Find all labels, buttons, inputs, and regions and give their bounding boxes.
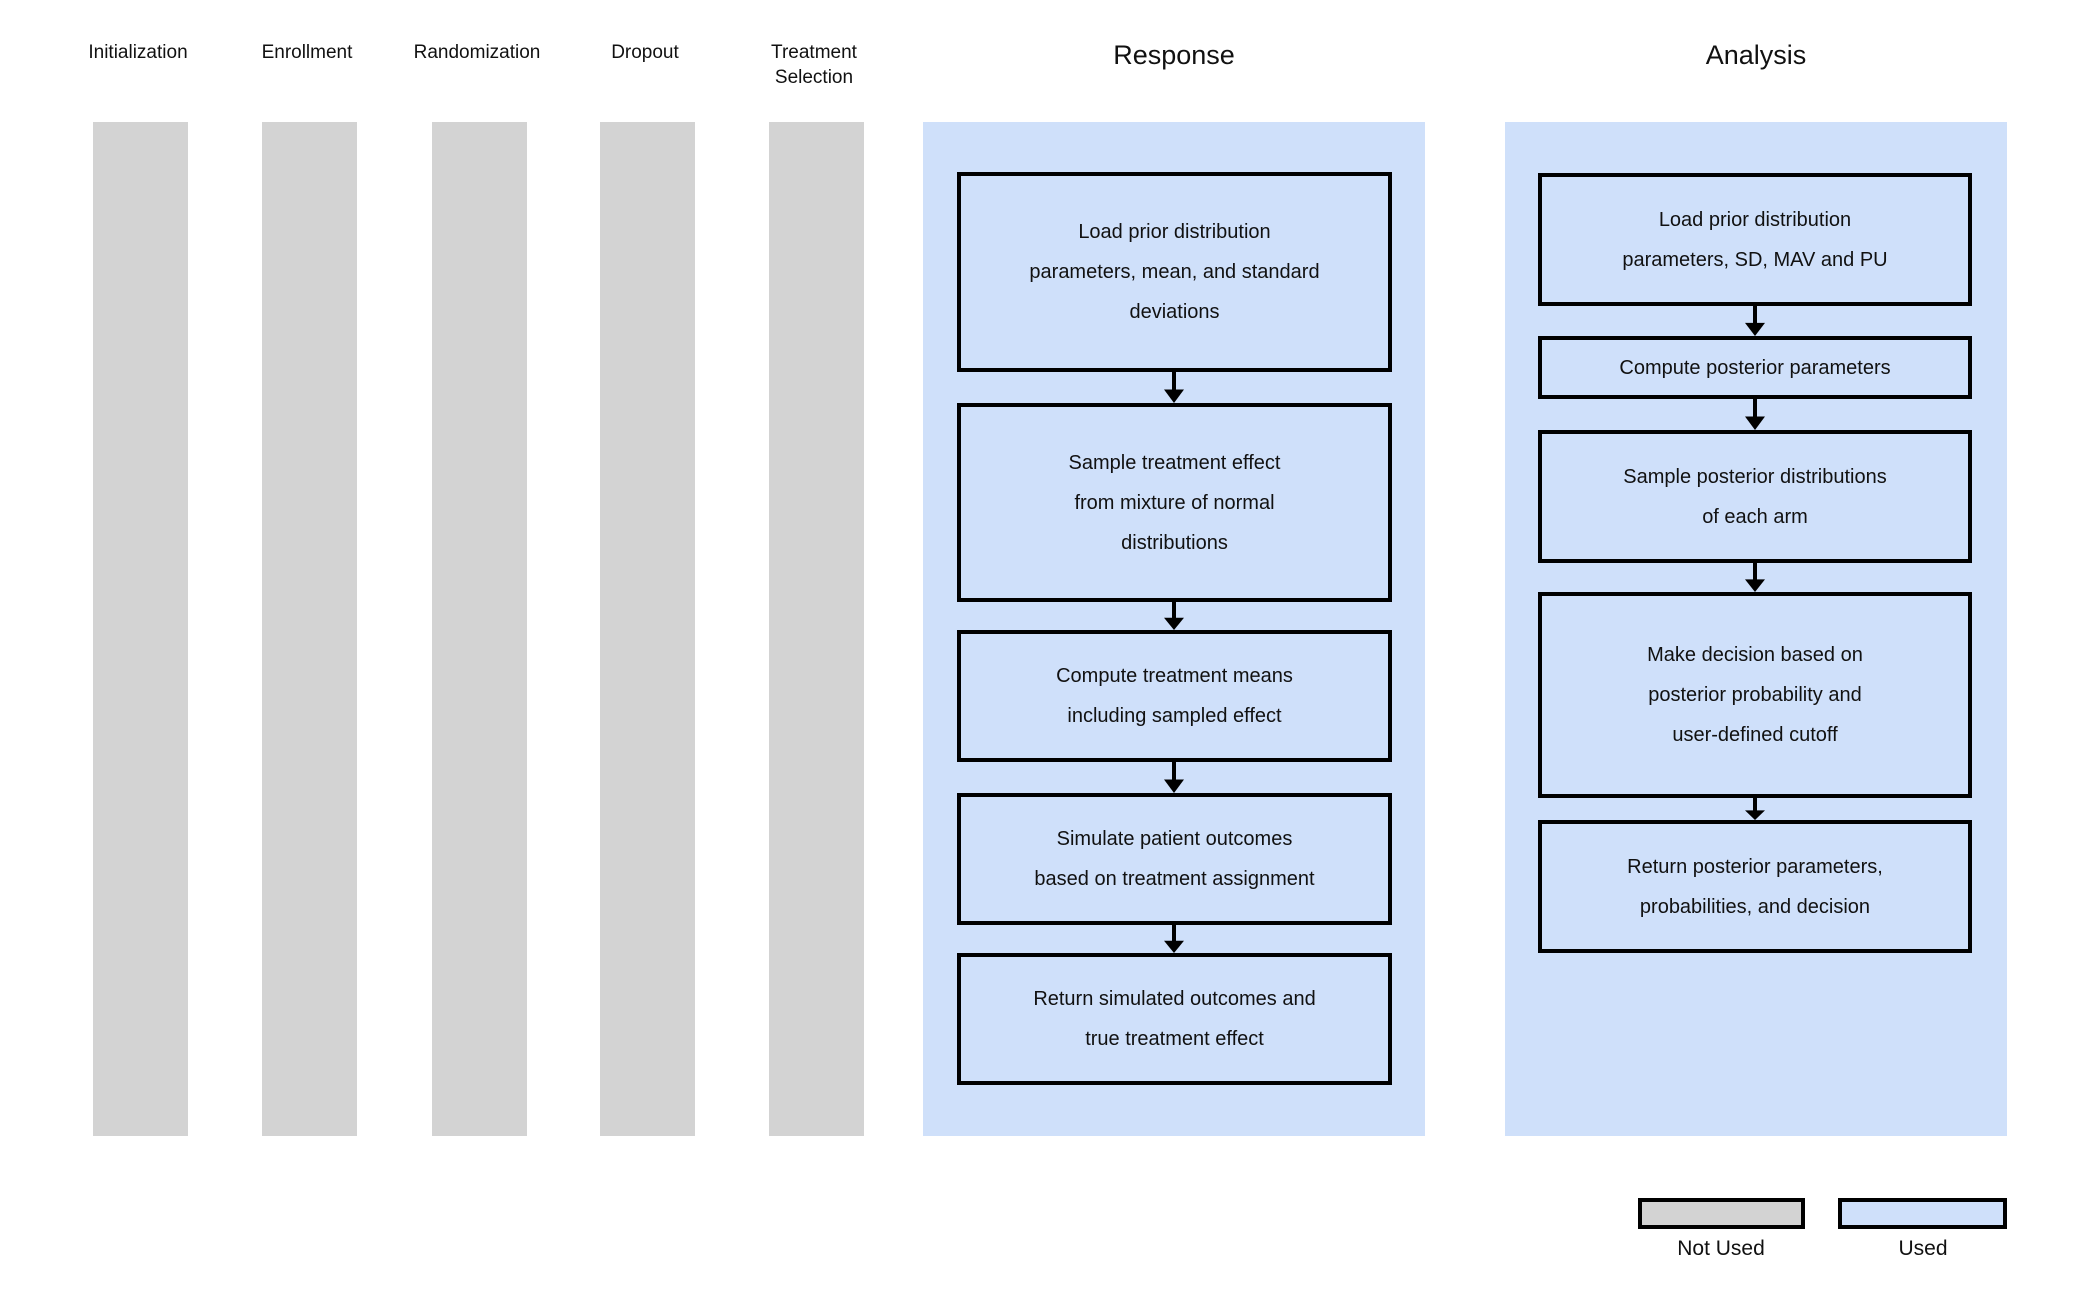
not-used-bar-dropout	[600, 122, 695, 1136]
arrow-down-icon	[1742, 798, 1768, 820]
analysis-step-5: Return posterior parameters, probabiliti…	[1538, 820, 1972, 953]
not-used-bar-randomization	[432, 122, 527, 1136]
analysis-step-3: Sample posterior distributions of each a…	[1538, 430, 1972, 563]
response-step-5: Return simulated outcomes and true treat…	[957, 953, 1392, 1085]
response-step-3: Compute treatment means including sample…	[957, 630, 1392, 762]
legend-swatch-not-used	[1638, 1198, 1805, 1229]
analysis-step-4: Make decision based on posterior probabi…	[1538, 592, 1972, 798]
response-title: Response	[1113, 40, 1235, 70]
not-used-bar-enrollment	[262, 122, 357, 1136]
arrow-down-icon	[1161, 762, 1187, 793]
column-label-initialization: Initialization	[88, 42, 188, 63]
column-label-enrollment: Enrollment	[261, 42, 353, 63]
legend-label-used: Used	[1898, 1237, 1948, 1260]
response-step-1: Load prior distribution parameters, mean…	[957, 172, 1392, 372]
arrow-down-icon	[1742, 399, 1768, 430]
legend-swatch-used	[1838, 1198, 2007, 1229]
arrow-down-icon	[1742, 306, 1768, 336]
arrow-down-icon	[1161, 925, 1187, 953]
arrow-down-icon	[1161, 602, 1187, 630]
column-label-dropout: Dropout	[611, 42, 679, 63]
column-label-treatment-selection: Treatment Selection	[771, 42, 857, 89]
not-used-bar-initialization	[93, 122, 188, 1136]
response-step-2: Sample treatment effect from mixture of …	[957, 403, 1392, 602]
analysis-step-2: Compute posterior parameters	[1538, 336, 1972, 399]
legend-label-not-used: Not Used	[1677, 1237, 1765, 1260]
not-used-bar-treatment-selection	[769, 122, 864, 1136]
arrow-down-icon	[1742, 563, 1768, 592]
analysis-title: Analysis	[1705, 40, 1807, 70]
response-step-4: Simulate patient outcomes based on treat…	[957, 793, 1392, 925]
analysis-step-1: Load prior distribution parameters, SD, …	[1538, 173, 1972, 306]
column-label-randomization: Randomization	[413, 42, 541, 63]
arrow-down-icon	[1161, 372, 1187, 403]
